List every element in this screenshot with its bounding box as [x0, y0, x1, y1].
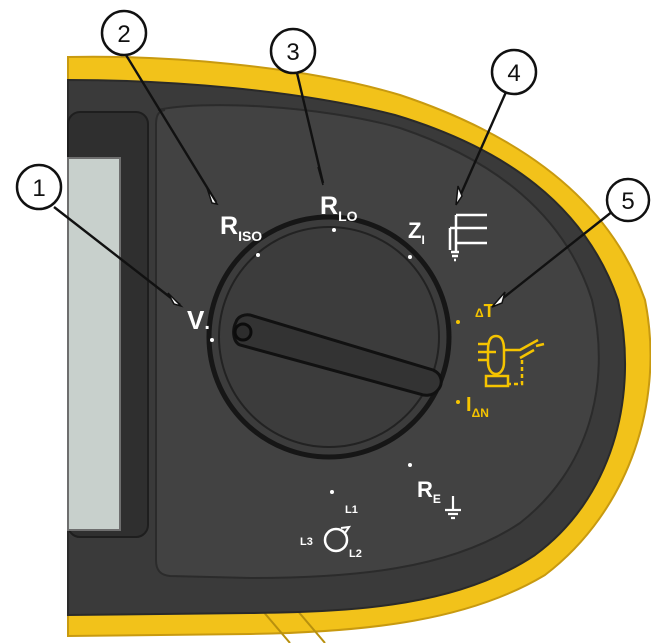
leader-1 [53, 206, 181, 306]
label-rcd-current: IΔN [466, 394, 489, 420]
dot-zi [408, 255, 412, 259]
arrowhead-2 [206, 187, 219, 206]
callout-1: 1 [15, 163, 63, 211]
dot-rcd-current [456, 400, 460, 404]
rcd-icon [478, 334, 545, 388]
leader-3 [295, 72, 325, 184]
callout-3: 3 [269, 27, 317, 75]
knob-inner-ring [218, 226, 440, 448]
dot-rcd-time [456, 320, 460, 324]
dot-re [408, 463, 412, 467]
label-l1: L1 [345, 504, 358, 516]
knob-pointer-dot [233, 322, 253, 342]
ground-icon [445, 496, 461, 520]
callout-number-2: 2 [117, 21, 130, 48]
callout-5: 5 [605, 177, 651, 223]
position-dots [210, 228, 412, 494]
callout-4: 4 [490, 48, 538, 96]
callout-leaders [53, 54, 614, 307]
label-riso: RISO [220, 212, 262, 244]
phase-rotation-icon [323, 525, 352, 553]
label-l2: L2 [349, 548, 362, 560]
socket-icon [448, 213, 487, 262]
label-rlo: RLO [320, 192, 358, 224]
label-rcd-time: ΔT [475, 301, 495, 321]
arrowhead-4 [455, 185, 463, 206]
knob-outer-ring [206, 214, 452, 460]
position-dots-yellow [456, 320, 460, 404]
label-voltage: V. [187, 305, 210, 335]
arrowhead-3 [317, 166, 324, 186]
arrowhead-5 [491, 291, 506, 308]
leader-5 [492, 210, 614, 307]
callout-arrowheads [167, 166, 506, 308]
dot-riso [256, 253, 260, 257]
callout-number-5: 5 [621, 188, 634, 215]
leader-2 [124, 54, 218, 203]
phase-rotation-arrow [340, 525, 352, 534]
label-zi: ZI [408, 218, 425, 247]
callout-number-3: 3 [286, 39, 299, 66]
dot-voltage [210, 338, 214, 342]
dot-phase [330, 490, 334, 494]
rotary-knob[interactable] [206, 214, 452, 460]
arrowhead-1 [167, 292, 184, 308]
leader-4 [455, 91, 508, 204]
callout-number-1: 1 [32, 175, 45, 202]
lcd-screen [67, 157, 121, 531]
phase-rotation-circle [323, 527, 349, 553]
label-re: RE [417, 477, 441, 506]
callout-number-4: 4 [507, 60, 520, 87]
label-l3: L3 [300, 536, 313, 548]
dot-rlo [332, 228, 336, 232]
knob-pointer-bar[interactable] [232, 313, 443, 397]
callout-2: 2 [100, 9, 148, 57]
